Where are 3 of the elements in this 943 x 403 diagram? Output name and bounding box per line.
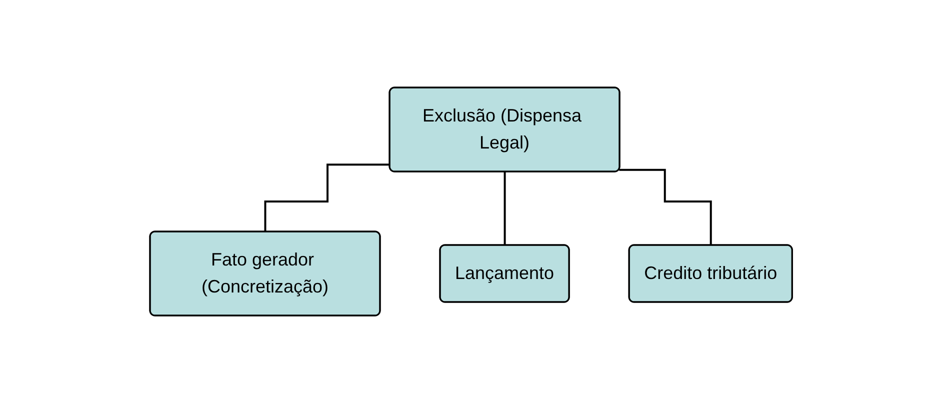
connector bbox=[264, 164, 390, 233]
connector bbox=[504, 171, 506, 246]
connector bbox=[620, 168, 713, 246]
